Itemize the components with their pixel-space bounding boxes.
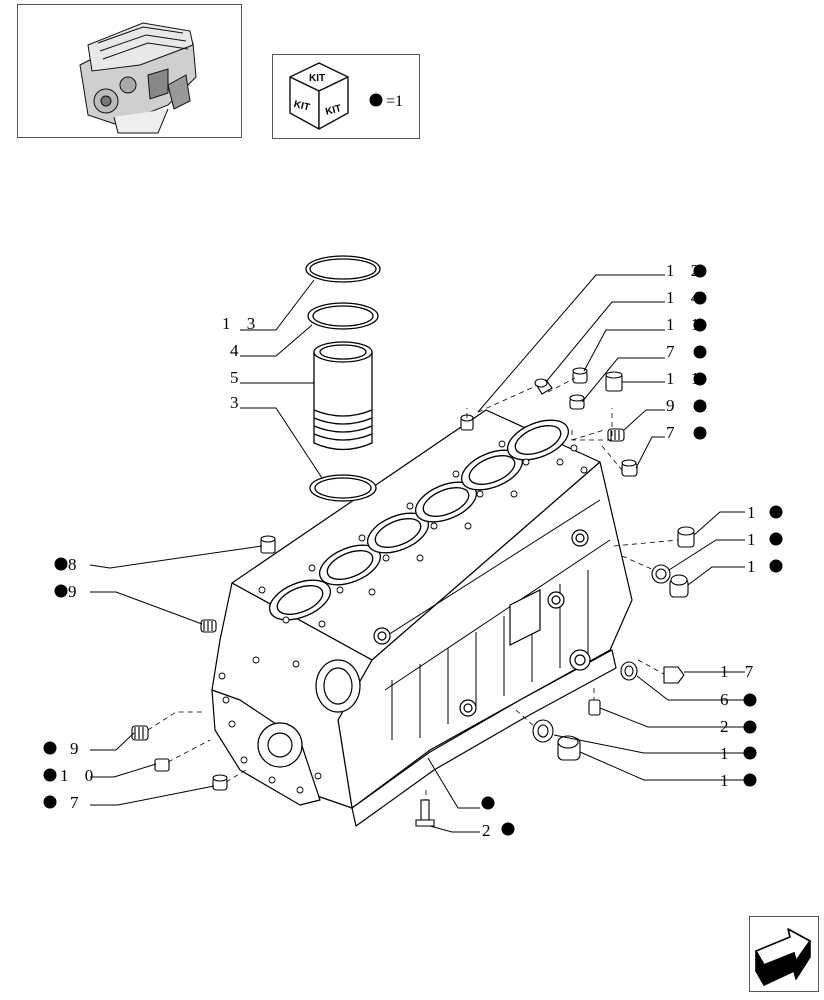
plug-9a xyxy=(607,428,625,442)
kit-bullet-blank xyxy=(481,796,495,810)
callout-1: 1 xyxy=(747,503,762,522)
callout-14: 1 4 xyxy=(666,288,705,307)
liner-assembly xyxy=(305,255,381,502)
kit-bullet-14 xyxy=(693,291,707,305)
plug-8 xyxy=(260,535,276,554)
kit-legend-frame: KIT KIT KIT =1 xyxy=(272,54,420,139)
engine-thumbnail-icon xyxy=(79,22,197,134)
callout-6: 6 xyxy=(720,690,735,709)
callout-7a: 7 xyxy=(666,342,681,361)
leader-lines xyxy=(89,274,745,833)
plug-14 xyxy=(534,378,553,395)
washer-6 xyxy=(620,661,638,681)
callout-4: 4 xyxy=(230,341,245,360)
kit-bullet-9b xyxy=(54,584,68,598)
callout-13: 1 3 xyxy=(222,314,261,333)
bolt-2 xyxy=(415,799,435,827)
kit-bullet-7c xyxy=(43,795,57,809)
kit-bullet-11a xyxy=(693,318,707,332)
plug-7c xyxy=(212,774,228,791)
callout-10: 1 0 xyxy=(60,766,99,785)
deck-bolt-holes xyxy=(258,440,588,628)
callout-11b: 1 1 xyxy=(666,369,705,388)
kit-bullet-10 xyxy=(43,768,57,782)
kit-bullet-icon xyxy=(369,93,383,107)
pin-20 xyxy=(588,699,601,716)
engine-thumbnail-frame[interactable] xyxy=(17,4,242,138)
plug-7a xyxy=(569,394,585,410)
plug-18 xyxy=(669,574,689,598)
callout-8: 8 xyxy=(68,555,83,574)
kit-bullet-12 xyxy=(693,264,707,278)
kit-bullet-6 xyxy=(743,693,757,707)
next-page-button[interactable] xyxy=(749,916,819,992)
kit-right-label: KIT xyxy=(324,103,342,118)
kit-bullet-2 xyxy=(501,822,515,836)
callout-11a: 1 1 xyxy=(666,315,705,334)
plug-9b xyxy=(200,619,217,633)
cylinder-liner-5 xyxy=(313,341,373,451)
liner-o-ring-3 xyxy=(309,474,377,502)
pin-10 xyxy=(154,758,170,772)
liner-seal-ring-13 xyxy=(305,255,381,283)
kit-left-label: KIT xyxy=(293,99,311,114)
kit-bullet-9a xyxy=(693,399,707,413)
callout-9b: 9 xyxy=(68,582,83,601)
kit-bullet-20 xyxy=(743,720,757,734)
assembly-guide-lines xyxy=(147,377,679,800)
plug-1 xyxy=(677,526,695,548)
kit-bullet-7a xyxy=(693,345,707,359)
kit-box-icon: KIT KIT KIT =1 xyxy=(289,62,403,130)
cylinder-bores xyxy=(269,419,569,621)
kit-bullet-7b xyxy=(693,426,707,440)
block-ports xyxy=(257,529,591,768)
kit-bullet-18 xyxy=(769,559,783,573)
kit-bullet-9c xyxy=(43,741,57,755)
kit-bullet-19 xyxy=(769,532,783,546)
plug-9c xyxy=(131,725,149,741)
callout-20: 2 0 xyxy=(720,717,759,736)
kit-bullet-11b xyxy=(693,372,707,386)
callout-12: 1 2 xyxy=(666,261,705,280)
plug-11b xyxy=(605,371,623,392)
callout-17: 1 7 xyxy=(720,662,759,681)
callout-7c: 7 xyxy=(70,793,85,812)
plug-7b xyxy=(621,459,638,477)
kit-bullet-1 xyxy=(769,505,783,519)
kit-bullets xyxy=(43,264,783,836)
callout-2: 2 xyxy=(482,821,497,840)
kit-equation: =1 xyxy=(386,93,403,110)
block-ribs xyxy=(379,499,611,740)
washer-16 xyxy=(532,719,554,743)
kit-bullet-16 xyxy=(743,746,757,760)
callout-16: 1 6 xyxy=(720,744,759,763)
callout-3: 3 xyxy=(230,393,245,412)
plug-17 xyxy=(663,666,685,684)
washer-19 xyxy=(651,564,671,584)
next-page-arrow-icon xyxy=(755,928,811,986)
callout-5: 5 xyxy=(230,368,245,387)
callout-9c: 9 xyxy=(70,739,85,758)
callout-7b: 7 xyxy=(666,423,681,442)
plug-11a xyxy=(572,367,588,384)
kit-bullet-8 xyxy=(54,557,68,571)
front-face-bolts xyxy=(218,656,322,794)
kit-bullet-15 xyxy=(743,773,757,787)
liner-seal-ring-4 xyxy=(307,302,379,330)
kit-top-label: KIT xyxy=(309,73,325,84)
callout-15: 1 5 xyxy=(720,771,759,790)
callout-9a: 9 xyxy=(666,396,681,415)
